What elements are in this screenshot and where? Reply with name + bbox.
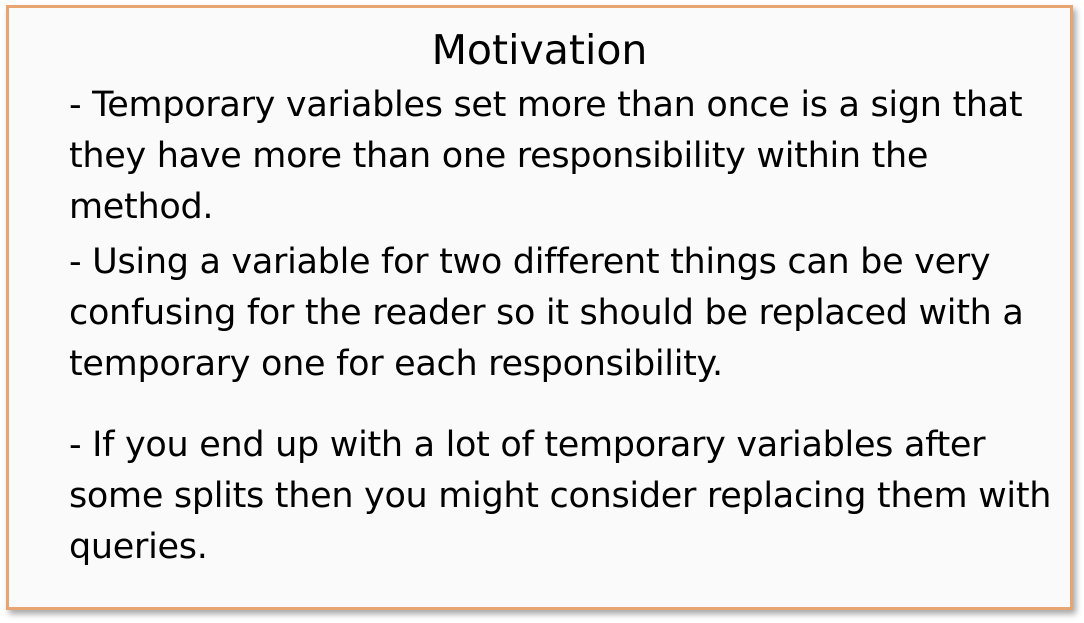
bullet-point-2: - Using a variable for two different thi…: [69, 242, 1024, 384]
bullet-point-1: - Temporary variables set more than once…: [69, 85, 1023, 227]
slide-frame: Motivation - Temporary variables set mor…: [6, 5, 1073, 610]
slide-title: Motivation: [431, 26, 648, 74]
bullet-point-3: - If you end up with a lot of temporary …: [69, 425, 1052, 567]
